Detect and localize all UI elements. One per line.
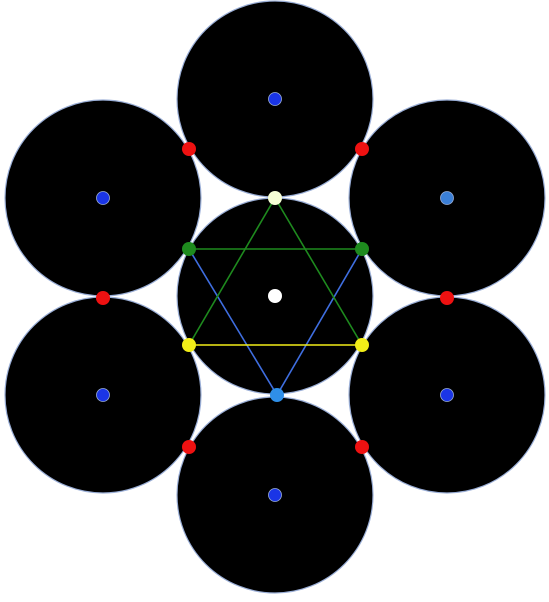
vertex-bottom-dot xyxy=(270,388,284,402)
outer-circle-bottom-center-dot xyxy=(268,488,282,502)
downward-triangle-right-edge xyxy=(276,248,363,396)
upward-triangle-left-edge xyxy=(188,197,276,346)
outer-circle-upper-right-center-dot xyxy=(440,191,454,205)
vertex-top-dot xyxy=(268,191,282,205)
vertex-lower-right-dot xyxy=(355,338,369,352)
vertex-upper-right-dot xyxy=(355,242,369,256)
outer-circle-lower-right-center-dot xyxy=(440,388,454,402)
tangent-dot-3 xyxy=(96,291,110,305)
outer-circle-upper-left-center-dot xyxy=(96,191,110,205)
tangent-dot-1 xyxy=(182,142,196,156)
tangent-dot-5 xyxy=(182,440,196,454)
outer-circle-top-center-dot xyxy=(268,92,282,106)
outer-circle-lower-left-center-dot xyxy=(96,388,110,402)
tangent-dot-2 xyxy=(355,142,369,156)
upward-triangle-right-edge xyxy=(274,197,363,346)
tangent-dot-6 xyxy=(355,440,369,454)
downward-triangle-left-edge xyxy=(188,248,278,396)
tangent-dot-4 xyxy=(440,291,454,305)
vertex-lower-left-dot xyxy=(182,338,196,352)
vertex-upper-left-dot xyxy=(182,242,196,256)
center-dot xyxy=(268,289,282,303)
